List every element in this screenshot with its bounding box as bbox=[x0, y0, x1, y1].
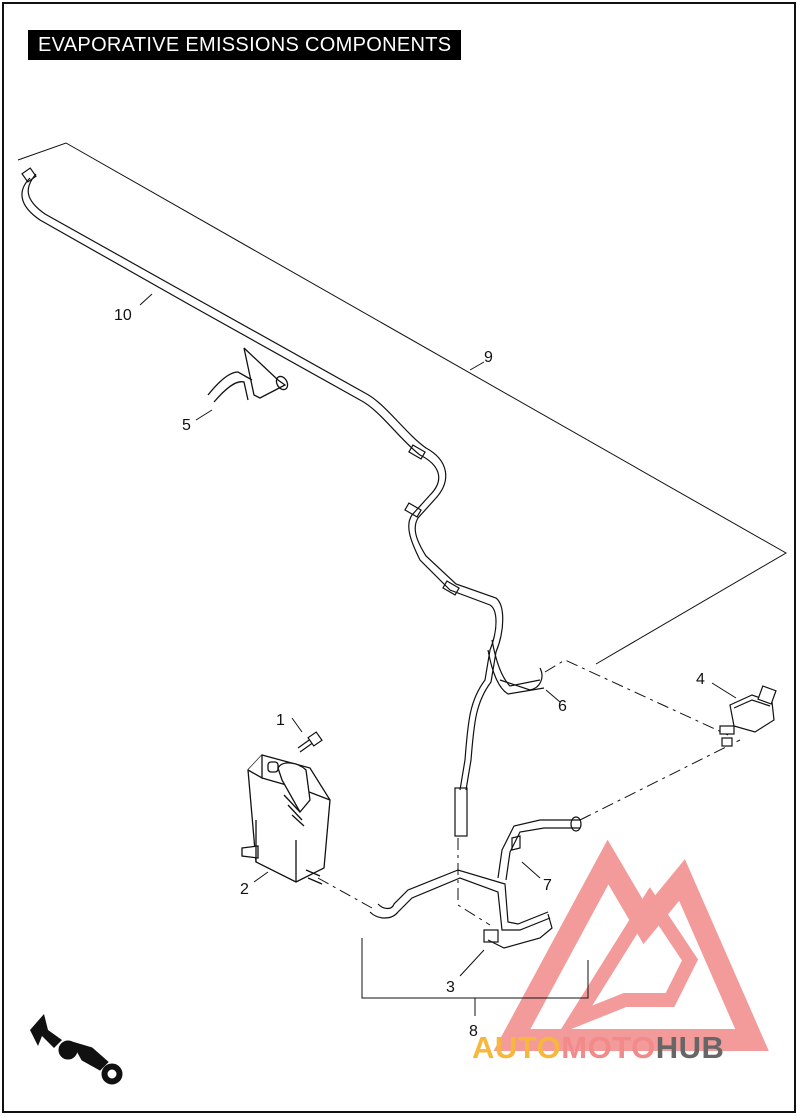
vapor-hose-main bbox=[21, 167, 504, 837]
watermark-logo-icon bbox=[493, 839, 769, 1051]
watermark-part-2: MOTO bbox=[561, 1030, 656, 1065]
leader-line-7 bbox=[521, 861, 541, 879]
hose-assembly-lower bbox=[369, 816, 582, 949]
leader-line-3 bbox=[459, 949, 485, 977]
watermark-text: AUTOMOTOHUB bbox=[472, 1030, 724, 1066]
callout-2: 2 bbox=[240, 881, 249, 898]
dashed-connections bbox=[317, 659, 741, 926]
leader-line-6 bbox=[545, 689, 561, 703]
leader-line-4 bbox=[711, 682, 737, 699]
page-title: EVAPORATIVE EMISSIONS COMPONENTS bbox=[28, 30, 462, 60]
front-arrow-icon bbox=[30, 1014, 62, 1048]
motorcycle-icon bbox=[58, 1040, 123, 1085]
hose-6 bbox=[487, 639, 545, 695]
watermark-part-1: AUTO bbox=[472, 1030, 562, 1065]
callout-7: 7 bbox=[543, 877, 552, 894]
leader-line-1 bbox=[291, 717, 303, 733]
hose-elbow-5 bbox=[207, 347, 289, 403]
leader-line-5 bbox=[195, 409, 213, 421]
purge-valve-4 bbox=[719, 685, 777, 747]
leader-line-10 bbox=[139, 293, 153, 306]
callout-6: 6 bbox=[558, 698, 567, 715]
callout-1: 1 bbox=[276, 712, 285, 729]
callout-5: 5 bbox=[182, 417, 191, 434]
callout-9: 9 bbox=[484, 349, 493, 366]
leader-line-2 bbox=[253, 871, 269, 883]
screw-1 bbox=[297, 731, 323, 753]
callout-4: 4 bbox=[696, 671, 705, 688]
callout-10: 10 bbox=[114, 307, 132, 324]
watermark-part-3: HUB bbox=[655, 1030, 725, 1065]
callout-3: 3 bbox=[446, 979, 455, 996]
leader-line-9 bbox=[17, 142, 788, 665]
canister-2 bbox=[241, 754, 331, 885]
callout-8: 8 bbox=[469, 1023, 478, 1040]
